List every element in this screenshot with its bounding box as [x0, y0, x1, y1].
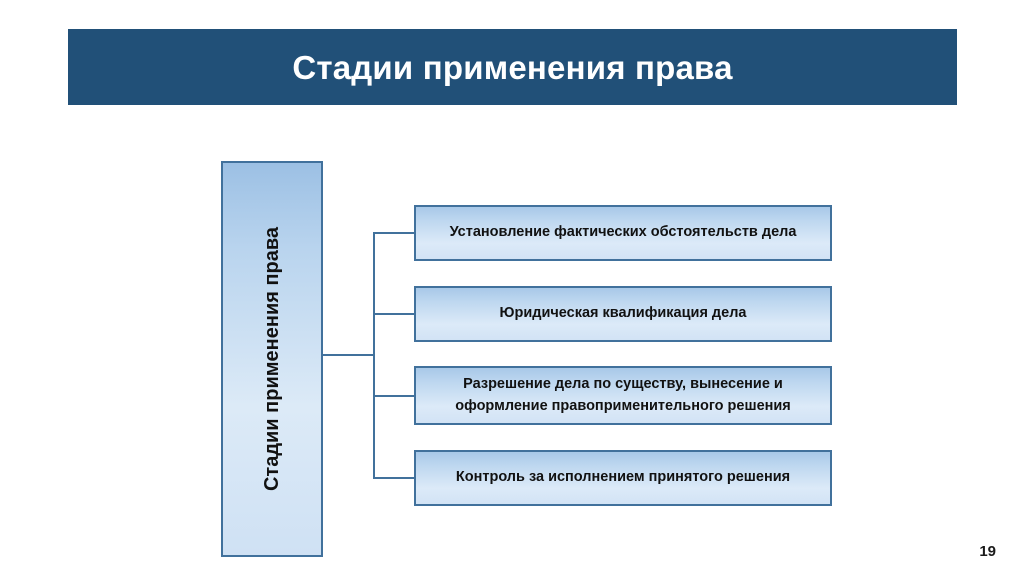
diagram-node-stage-3[interactable]: Разрешение дела по существу, вынесение и…: [414, 366, 832, 425]
diagram-node-label: Установление фактических обстоятельств д…: [449, 224, 797, 241]
connector-trunk: [373, 232, 375, 478]
diagram-node-stage-2[interactable]: Юридическая квалификация дела: [414, 286, 832, 342]
diagram-node-stage-4[interactable]: Контроль за исполнением принятого решени…: [414, 450, 832, 506]
connector-branch-1: [373, 232, 415, 234]
connector-branch-2: [373, 313, 415, 315]
connector-root-stem: [323, 354, 374, 356]
diagram-node-label: Разрешение дела по существу, вынесение и…: [455, 376, 791, 414]
page-title: Стадии применения права: [292, 48, 733, 86]
slide-page-number: 19: [979, 543, 996, 560]
diagram-root-label: Стадии применения права: [261, 226, 283, 492]
diagram-node-label: Юридическая квалификация дела: [499, 305, 747, 322]
diagram-node-label: Контроль за исполнением принятого решени…: [455, 469, 791, 486]
connector-branch-4: [373, 477, 415, 479]
slide-title-bar: Стадии применения права: [68, 29, 957, 105]
diagram-root-node[interactable]: Стадии применения права: [221, 161, 323, 557]
diagram-node-stage-1[interactable]: Установление фактических обстоятельств д…: [414, 205, 832, 261]
connector-branch-3: [373, 395, 415, 397]
